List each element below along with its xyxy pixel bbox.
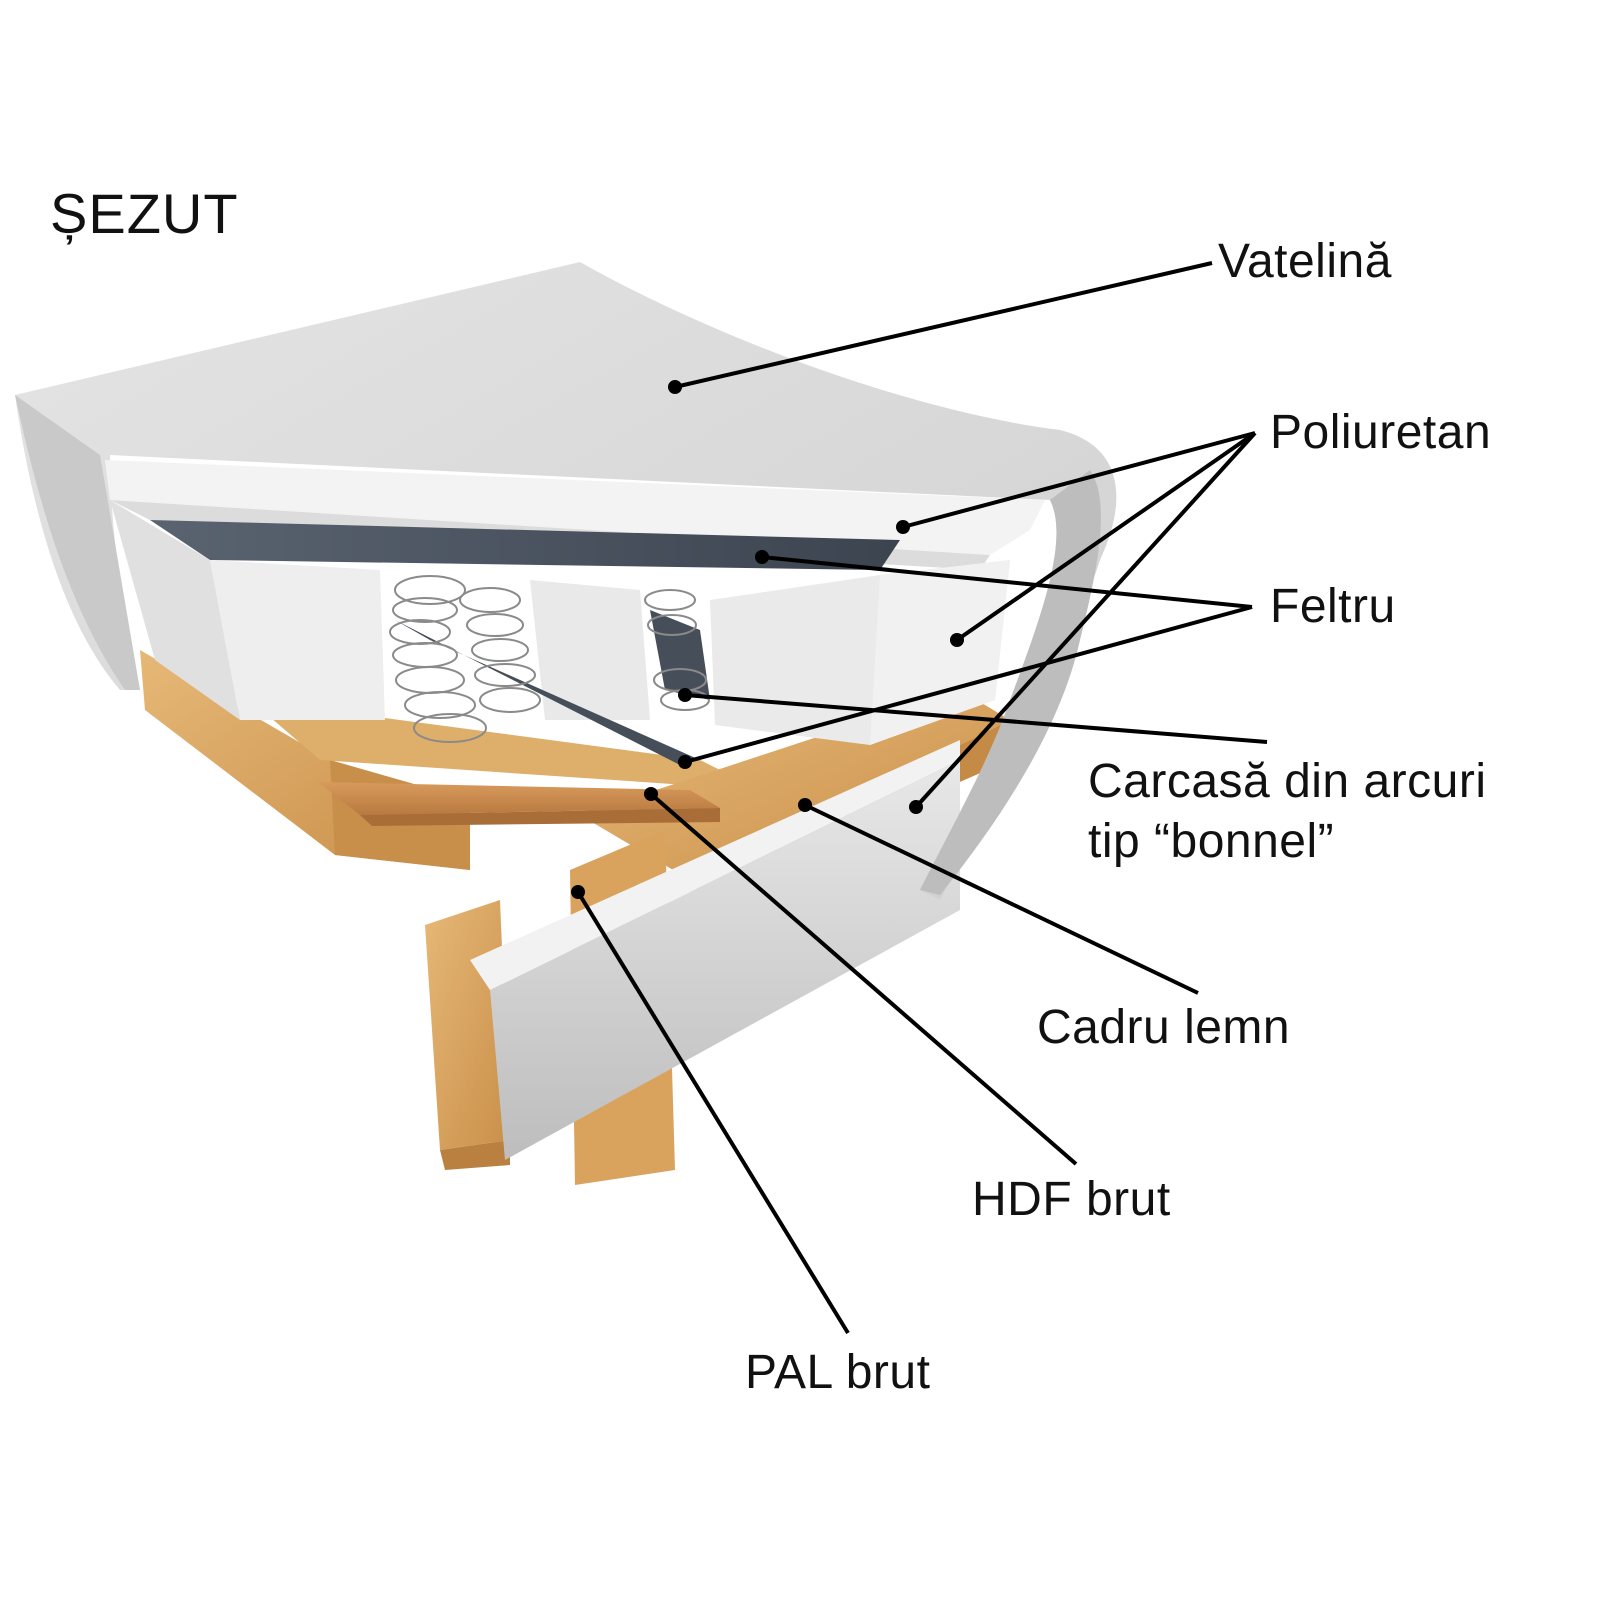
label-cadru-lemn: Cadru lemn bbox=[1037, 1001, 1291, 1054]
leader-poliuretan-2 bbox=[955, 431, 1257, 642]
hdf-board bbox=[318, 782, 720, 826]
label-carcasa-line1: Carcasă din arcuri bbox=[1088, 755, 1487, 808]
pal-panel bbox=[425, 740, 960, 1185]
dot-feltru-2 bbox=[678, 755, 692, 769]
felt-top bbox=[150, 520, 900, 570]
felt-lower bbox=[395, 610, 710, 765]
dot-cadru-lemn bbox=[798, 798, 812, 812]
leader-carcasa bbox=[684, 693, 1268, 744]
label-hdf-brut: HDF brut bbox=[972, 1173, 1171, 1226]
dot-poliuretan-2 bbox=[950, 633, 964, 647]
leader-poliuretan-1 bbox=[902, 431, 1256, 529]
leader-cadru-lemn bbox=[804, 803, 1199, 995]
label-feltru: Feltru bbox=[1270, 580, 1396, 633]
dot-hdf-brut bbox=[644, 787, 658, 801]
leader-feltru-1 bbox=[761, 555, 1253, 609]
leader-hdf-brut bbox=[649, 792, 1078, 1166]
leader-pal-brut bbox=[576, 890, 850, 1335]
label-vatelina: Vatelină bbox=[1218, 235, 1392, 288]
leader-poliuretan-3 bbox=[914, 431, 1257, 809]
dot-feltru-1 bbox=[755, 550, 769, 564]
dot-pal-brut bbox=[571, 885, 585, 899]
label-carcasa-line2: tip “bonnel” bbox=[1088, 815, 1335, 868]
fabric-layer bbox=[15, 262, 1117, 900]
label-poliuretan: Poliuretan bbox=[1270, 406, 1492, 459]
dot-poliuretan-1 bbox=[896, 520, 910, 534]
dot-poliuretan-3 bbox=[909, 800, 923, 814]
dot-vatelina bbox=[668, 380, 682, 394]
diagram-title: ȘEZUT bbox=[50, 182, 239, 245]
leader-feltru-2 bbox=[684, 605, 1253, 764]
leader-vatelina bbox=[674, 261, 1213, 389]
foam-blocks bbox=[110, 500, 1010, 745]
dot-carcasa bbox=[678, 688, 692, 702]
leader-lines bbox=[571, 261, 1268, 1335]
label-pal-brut: PAL brut bbox=[745, 1346, 931, 1399]
